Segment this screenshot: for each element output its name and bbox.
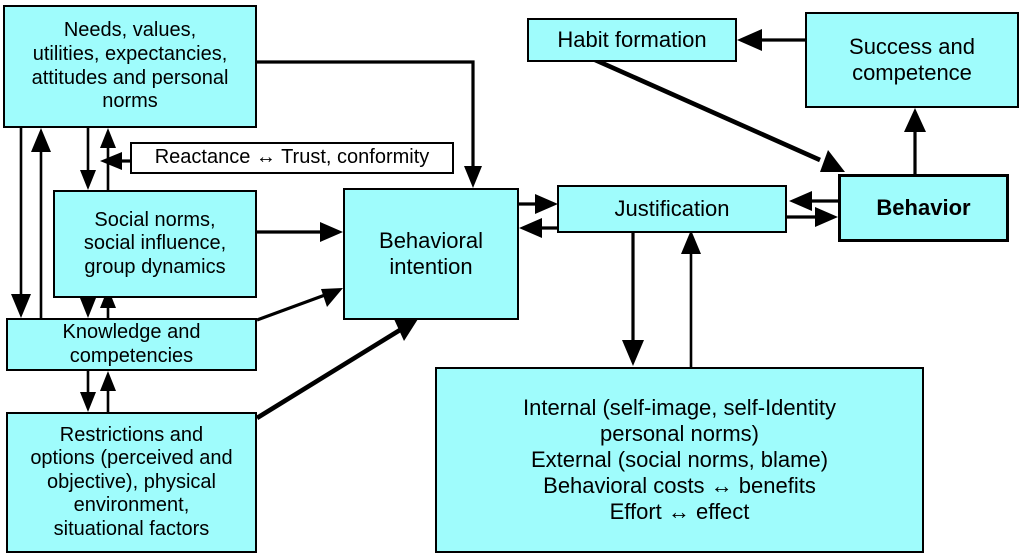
- edge-behavior-to-success-competence: [904, 108, 926, 177]
- edge-success-competence-to-habit-formation: [737, 29, 805, 51]
- edge-restrictions-to-behavioral-intention: [255, 319, 418, 420]
- edge-knowledge-to-restrictions: [80, 371, 96, 412]
- edge-costs-benefits-to-justification: [681, 230, 701, 369]
- edge-social-norms-to-needs: [100, 128, 116, 190]
- edge-habit-formation-to-behavior: [592, 56, 845, 172]
- node-costs-benefits[interactable]: Internal (self-image, self-Identity pers…: [435, 367, 924, 553]
- edge-reactance-to-needs: [100, 152, 130, 170]
- node-reactance-trust[interactable]: Reactance ↔ Trust, conformity: [130, 142, 454, 174]
- node-social-norms-label: Social norms, social influence, group dy…: [83, 208, 227, 278]
- node-justification[interactable]: Justification: [557, 185, 787, 233]
- node-behavioral-intention[interactable]: Behavioral intention: [343, 188, 519, 320]
- edge-knowledge-to-needs: [31, 128, 51, 318]
- edge-justification-to-behavior: [787, 207, 838, 227]
- edge-needs-to-behavioral-intention: [257, 60, 482, 188]
- edge-social-norms-to-behavioral-intention: [257, 222, 343, 242]
- node-restrictions-options-label: Restrictions and options (perceived and …: [30, 423, 233, 540]
- edge-knowledge-to-social-norms: [100, 288, 116, 318]
- node-behavioral-intention-label: Behavioral intention: [379, 228, 483, 279]
- edge-social-norms-to-knowledge: [80, 298, 96, 318]
- node-behavior-label: Behavior: [876, 195, 971, 221]
- node-needs-values[interactable]: Needs, values, utilities, expectancies, …: [3, 5, 257, 128]
- node-habit-formation-label: Habit formation: [557, 27, 707, 53]
- edge-needs-to-knowledge: [11, 128, 31, 318]
- edge-justification-to-costs-benefits: [622, 230, 644, 366]
- node-success-competence-label: Success and competence: [849, 34, 975, 85]
- node-behavior[interactable]: Behavior: [838, 174, 1009, 242]
- node-knowledge-competencies[interactable]: Knowledge and competencies: [6, 318, 257, 371]
- edge-restrictions-to-knowledge: [100, 371, 116, 412]
- node-reactance-trust-label: Reactance ↔ Trust, conformity: [154, 146, 430, 169]
- node-restrictions-options[interactable]: Restrictions and options (perceived and …: [6, 412, 257, 553]
- node-knowledge-competencies-label: Knowledge and competencies: [62, 320, 201, 367]
- node-needs-values-label: Needs, values, utilities, expectancies, …: [31, 19, 229, 113]
- edge-needs-to-social-norms: [80, 128, 96, 190]
- edge-behavior-to-justification: [789, 191, 838, 211]
- node-justification-label: Justification: [614, 196, 730, 222]
- node-social-norms[interactable]: Social norms, social influence, group dy…: [53, 190, 257, 298]
- node-success-competence[interactable]: Success and competence: [805, 12, 1019, 108]
- edge-knowledge-to-behavioral-intention: [256, 288, 343, 322]
- node-habit-formation[interactable]: Habit formation: [527, 18, 737, 62]
- edge-behavioral-intention-to-justification: [519, 194, 558, 214]
- node-costs-benefits-label: Internal (self-image, self-Identity pers…: [522, 395, 837, 524]
- edge-justification-to-behavioral-intention: [519, 218, 558, 238]
